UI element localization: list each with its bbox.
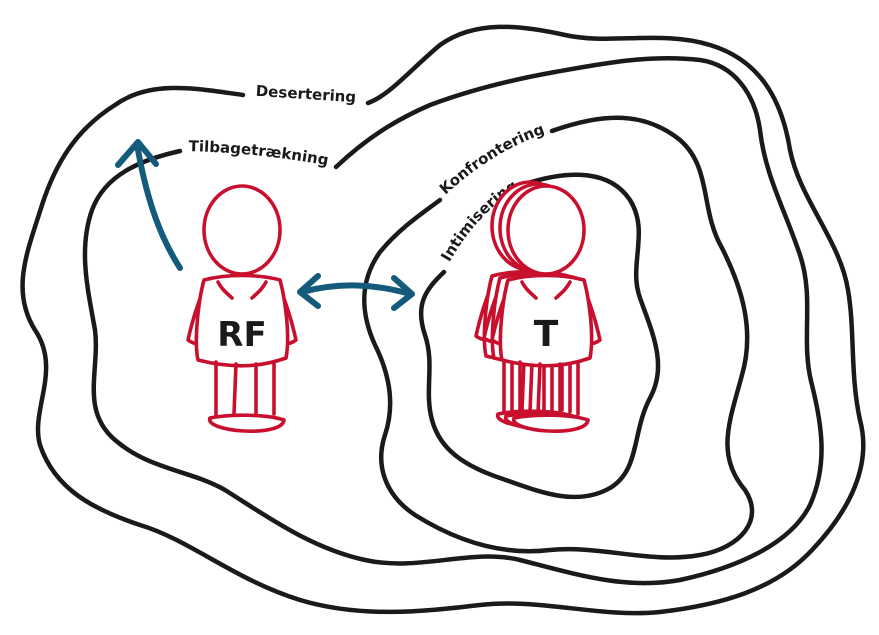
- contour-konfrontering: [362, 115, 755, 560]
- figure-rf: [186, 184, 298, 433]
- label-tilbagetraekning: Tilbagetrækning: [188, 137, 330, 169]
- figure-t: [490, 184, 602, 433]
- contour-intimisering: [418, 172, 661, 500]
- contour-desertering: [20, 24, 866, 616]
- retreat-arrow-icon: [115, 139, 183, 271]
- contour-tilbagetraekning: [82, 55, 824, 586]
- figure-t-label: T: [534, 314, 559, 355]
- double-arrow-icon: [297, 273, 415, 311]
- figure-rf-label: RF: [217, 315, 266, 355]
- label-desertering: Desertering: [255, 82, 356, 106]
